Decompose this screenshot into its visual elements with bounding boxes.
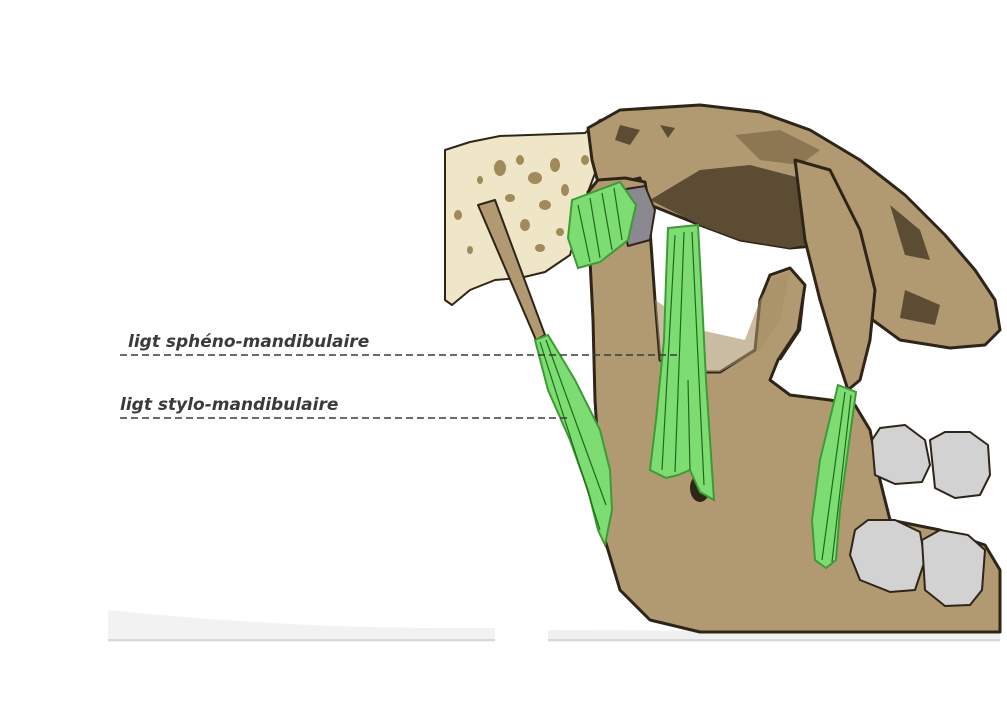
skull-base [444,117,613,306]
upper-molar [929,431,991,499]
teeth [849,424,991,607]
label-stylo-mandibular: ligt stylo-mandibulaire [120,395,570,419]
temporal-zygomatic-bone [586,103,1002,350]
label-stylo-mandibular-text: ligt stylo-mandibulaire [120,395,338,415]
styloid-process [477,199,546,341]
upper-molar [871,424,931,485]
pterygoid-plate [793,158,877,392]
spongy-bone-spots [454,155,589,254]
label-spheno-mandibular: ligt sphéno-mandibulaire [120,332,680,356]
lower-molar [921,529,986,607]
capsular-ligament [566,180,638,270]
lower-molar [849,519,926,593]
label-spheno-mandibular-text: ligt sphéno-mandibulaire [128,332,369,352]
ligaments [533,180,858,570]
